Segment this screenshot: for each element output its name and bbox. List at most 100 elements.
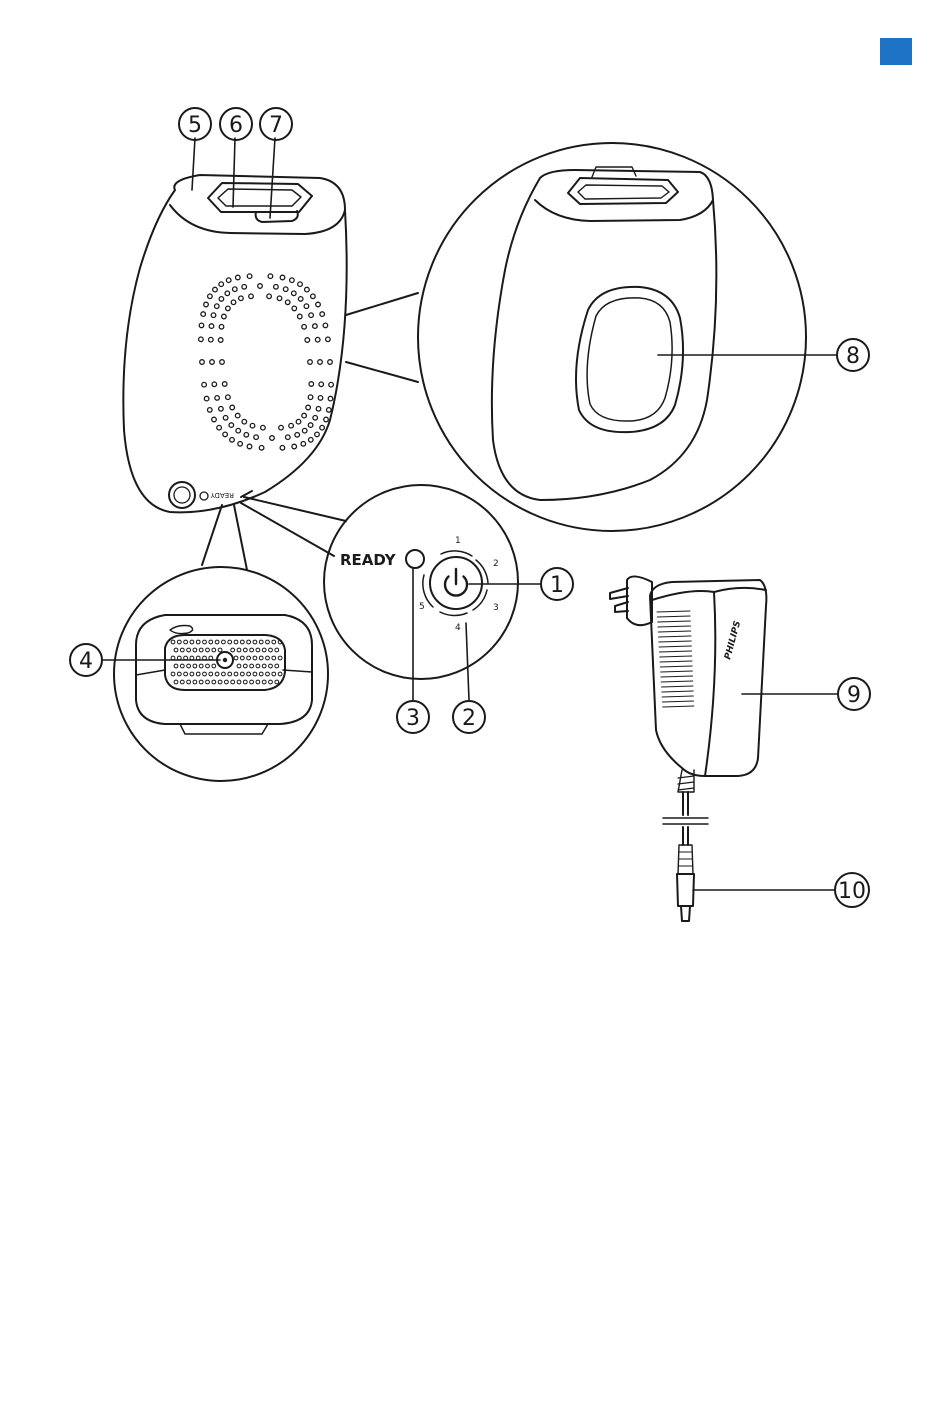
vent-hole xyxy=(249,294,254,299)
vent-hole xyxy=(247,444,252,449)
vent-hole xyxy=(324,417,329,422)
vent-hole xyxy=(286,435,291,440)
callout-7: 7 xyxy=(260,108,292,140)
vent-hole xyxy=(327,408,332,413)
small-power-button xyxy=(169,482,195,508)
vent-hole xyxy=(223,416,228,421)
bottom-side-line-right xyxy=(283,670,312,672)
grille-hole xyxy=(193,648,197,652)
vent-hole xyxy=(236,275,241,280)
grille-hole xyxy=(275,664,279,668)
vent-hole xyxy=(220,360,225,365)
zoom-top-slot xyxy=(592,167,636,177)
grille-hole xyxy=(218,680,222,684)
vent-hole xyxy=(226,395,231,400)
grille-hole xyxy=(206,648,210,652)
vent-hole xyxy=(315,432,320,437)
vent-hole xyxy=(305,338,310,343)
vent-hole xyxy=(306,405,311,410)
zoom-light-exit-window xyxy=(568,178,678,204)
vent-hole xyxy=(212,417,217,422)
intensity-level-5: 5 xyxy=(419,602,425,612)
vent-hole xyxy=(277,296,282,301)
small-plug-tip xyxy=(681,906,690,921)
vent-hole xyxy=(201,312,206,317)
vent-hole xyxy=(308,423,313,428)
vent-hole xyxy=(209,337,214,342)
vent-hole xyxy=(210,360,215,365)
grille-hole xyxy=(234,672,238,676)
vent-hole xyxy=(302,428,307,433)
grille-hole xyxy=(225,680,229,684)
adapter-vent-line xyxy=(662,686,694,687)
vent-hole xyxy=(298,314,303,319)
vent-hole xyxy=(215,304,220,309)
adapter-vent-line xyxy=(661,671,693,672)
vent-hole xyxy=(222,314,227,319)
safety-ring-inner xyxy=(587,298,672,421)
grille-hole xyxy=(212,648,216,652)
grille-hole xyxy=(262,648,266,652)
vent-hole xyxy=(279,425,284,430)
adapter-vent-line xyxy=(662,701,693,702)
ventilation-slots xyxy=(199,274,334,450)
grille-hole xyxy=(247,656,251,660)
grille-hole xyxy=(272,640,276,644)
vent-hole xyxy=(231,300,236,305)
zoom-circle-controls xyxy=(324,485,518,679)
vent-hole xyxy=(261,425,266,430)
grille-hole xyxy=(243,648,247,652)
svg-text:3: 3 xyxy=(406,706,420,731)
grille-hole xyxy=(187,664,191,668)
vent-hole xyxy=(323,323,328,328)
vent-hole xyxy=(298,282,303,287)
vent-hole xyxy=(242,285,247,290)
grille-hole xyxy=(193,664,197,668)
vent-hole xyxy=(217,425,222,430)
grille-hole xyxy=(196,672,200,676)
vent-hole xyxy=(292,444,297,449)
vent-hole xyxy=(274,285,279,290)
controls-connector-a xyxy=(244,497,346,521)
grille-hole xyxy=(215,640,219,644)
bottom-connector-left xyxy=(202,505,222,565)
grille-hole xyxy=(174,648,178,652)
grille-hole xyxy=(275,680,279,684)
adapter-plug-pin-upper xyxy=(610,588,628,599)
intensity-level-1: 1 xyxy=(455,536,461,546)
grille-hole xyxy=(171,640,175,644)
vent-hole xyxy=(292,291,297,296)
vent-hole xyxy=(238,442,243,447)
vent-hole xyxy=(219,297,224,302)
grille-hole xyxy=(215,672,219,676)
vent-hole xyxy=(296,419,301,424)
grille-hole xyxy=(262,680,266,684)
grille-hole xyxy=(237,664,241,668)
grille-hole xyxy=(250,664,254,668)
adapter-vent-line xyxy=(663,706,694,707)
grille-center-dot xyxy=(223,658,227,662)
vent-hole xyxy=(219,282,224,287)
grille-hole xyxy=(196,640,200,644)
adapter-vent-line xyxy=(658,621,691,622)
vent-hole xyxy=(328,360,333,365)
vent-hole xyxy=(244,433,249,438)
vent-hole xyxy=(313,324,318,329)
svg-text:4: 4 xyxy=(79,649,93,674)
grille-hole xyxy=(193,680,197,684)
adapter-vent-line xyxy=(657,616,690,617)
vent-hole xyxy=(209,324,214,329)
vent-hole xyxy=(289,423,294,428)
small-power-button-inner xyxy=(174,487,190,503)
grille-hole xyxy=(187,680,191,684)
grille-hole xyxy=(247,672,251,676)
callout-10: 10 xyxy=(835,873,869,907)
grille-hole xyxy=(184,640,188,644)
svg-text:7: 7 xyxy=(269,113,283,138)
vent-hole xyxy=(285,300,290,305)
callouts: 5 6 7 8 1 4 3 2 xyxy=(70,108,870,907)
adapter-brand-logo: PHILIPS xyxy=(723,620,743,661)
zoom-connector-upper xyxy=(346,293,418,315)
vent-hole xyxy=(259,446,264,451)
main-device-body xyxy=(123,175,346,512)
